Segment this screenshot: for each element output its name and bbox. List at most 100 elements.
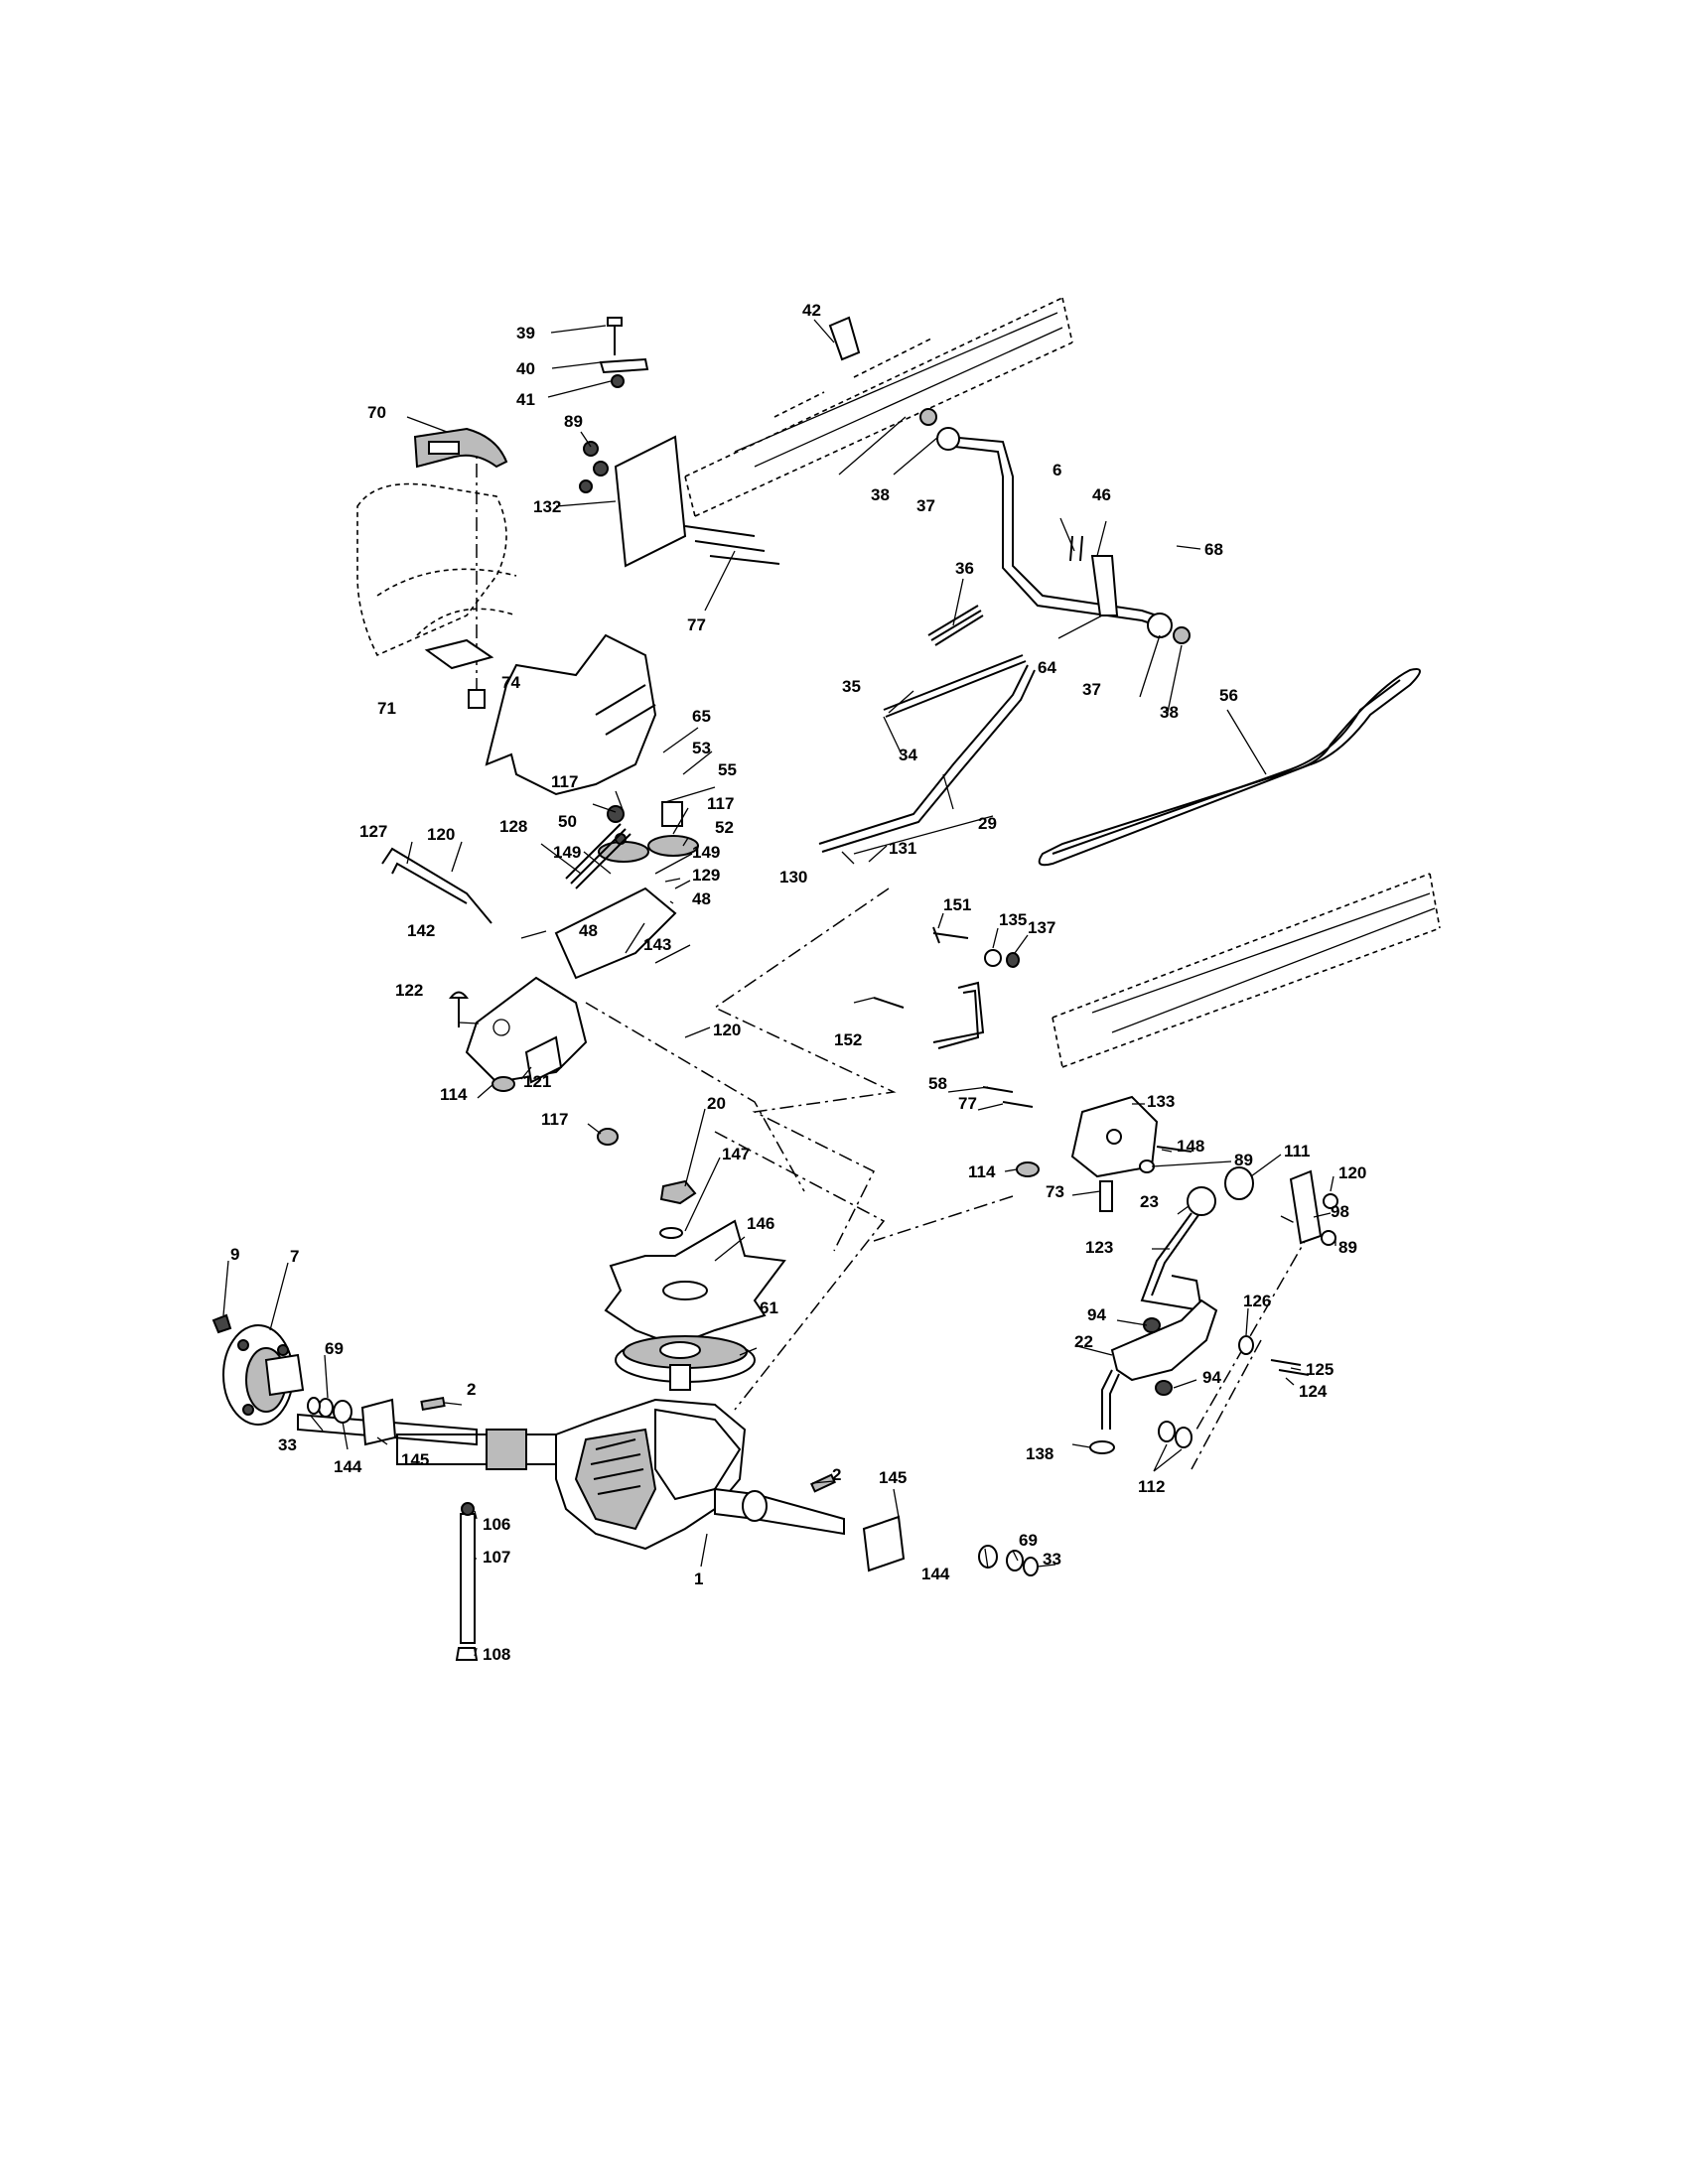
label-94-upper: 94 [1087, 1305, 1106, 1324]
rod-29 [818, 664, 1036, 853]
label-40: 40 [516, 359, 535, 378]
washers-144-69-33-left [307, 1397, 352, 1424]
label-152: 152 [834, 1030, 862, 1049]
mount-bracket-142 [485, 633, 657, 796]
label-37-top: 37 [916, 496, 935, 515]
label-126: 126 [1243, 1292, 1271, 1310]
nut-114-right [1016, 1161, 1040, 1177]
belt-56 [1038, 668, 1421, 867]
hub-7 [222, 1324, 305, 1426]
lower-frame-rail [1052, 873, 1441, 1068]
bracket-132 [579, 435, 687, 568]
label-20: 20 [707, 1094, 726, 1113]
label-1: 1 [694, 1570, 703, 1588]
bolts-58-77 [982, 1086, 1034, 1108]
bolt-74 [468, 689, 486, 709]
label-123: 123 [1085, 1238, 1113, 1257]
label-52: 52 [715, 818, 734, 837]
label-117-top-right: 117 [707, 794, 734, 813]
label-70: 70 [367, 403, 386, 422]
label-120-right: 120 [1338, 1163, 1366, 1182]
spring-36 [927, 605, 984, 646]
label-69-left: 69 [325, 1339, 344, 1358]
label-55: 55 [718, 760, 737, 779]
bolt-39-washer-40-41 [599, 317, 649, 388]
label-114-left: 114 [440, 1085, 468, 1104]
label-68: 68 [1204, 540, 1223, 559]
label-33-left: 33 [278, 1435, 297, 1454]
label-77-right: 77 [958, 1094, 977, 1113]
label-6: 6 [1052, 461, 1061, 479]
pulley-61 [615, 1335, 756, 1391]
label-125: 125 [1306, 1360, 1333, 1379]
label-148: 148 [1177, 1137, 1204, 1156]
label-142: 142 [407, 921, 435, 940]
label-36: 36 [955, 559, 974, 578]
label-117-top-left: 117 [551, 772, 578, 791]
label-77-top: 77 [687, 615, 706, 634]
bushing-111 [1224, 1166, 1254, 1200]
label-138: 138 [1026, 1444, 1053, 1463]
bracket-98 [1289, 1169, 1338, 1246]
label-132: 132 [533, 497, 561, 516]
nut-117-lower [597, 1128, 619, 1146]
label-120-mid: 120 [713, 1021, 741, 1039]
label-94-lower: 94 [1202, 1368, 1221, 1387]
label-37-mid: 37 [1082, 680, 1101, 699]
bolts-77 [684, 525, 780, 565]
label-2-left: 2 [467, 1380, 476, 1399]
cross-shaft [919, 408, 1191, 644]
idler-arm [465, 887, 677, 1084]
label-69-right: 69 [1019, 1531, 1038, 1550]
label-34: 34 [899, 746, 917, 764]
link-135 [932, 949, 1020, 1049]
label-145-left: 145 [401, 1450, 429, 1469]
bolt-148 [1156, 1146, 1193, 1153]
label-38-mid: 38 [1160, 703, 1179, 722]
washer-147 [659, 1227, 683, 1239]
label-145-right: 145 [879, 1468, 907, 1487]
label-144-left: 144 [334, 1457, 362, 1476]
label-106: 106 [483, 1515, 510, 1534]
label-149-right: 149 [692, 843, 720, 862]
label-130: 130 [779, 868, 807, 887]
label-23: 23 [1140, 1192, 1159, 1211]
label-122: 122 [395, 981, 423, 1000]
washer-138 [1089, 1440, 1115, 1454]
label-133: 133 [1147, 1092, 1175, 1111]
washer-89-right [1139, 1160, 1155, 1173]
label-120-left: 120 [427, 825, 455, 844]
label-53: 53 [692, 739, 711, 757]
label-112: 112 [1138, 1477, 1165, 1496]
washer-126 [1238, 1335, 1254, 1355]
idler-pulleys-50-52 [598, 801, 699, 863]
label-149-left: 149 [553, 843, 581, 862]
bolt-73 [1099, 1180, 1113, 1212]
label-39: 39 [516, 324, 535, 342]
label-7: 7 [290, 1247, 299, 1266]
label-64: 64 [1038, 658, 1056, 677]
bolt-9 [211, 1313, 232, 1334]
label-89-top: 89 [564, 412, 583, 431]
brackets-145 [360, 1398, 906, 1572]
label-22: 22 [1074, 1332, 1093, 1351]
label-48-left: 48 [579, 921, 598, 940]
label-29: 29 [978, 814, 997, 833]
washers-144-69-33-right [978, 1545, 1039, 1576]
label-leaders [222, 319, 1336, 1657]
label-131: 131 [889, 839, 916, 858]
label-89-mid: 89 [1234, 1151, 1253, 1169]
label-71: 71 [377, 699, 396, 718]
label-35: 35 [842, 677, 861, 696]
label-117-lower: 117 [541, 1110, 568, 1129]
label-144-right: 144 [921, 1565, 950, 1583]
label-107: 107 [483, 1548, 510, 1567]
label-124: 124 [1299, 1382, 1328, 1401]
plate-71 [424, 638, 494, 670]
label-73: 73 [1046, 1182, 1064, 1201]
label-127: 127 [359, 822, 387, 841]
label-89-lower: 89 [1338, 1238, 1357, 1257]
bushing-42 [828, 316, 861, 361]
label-114-right: 114 [968, 1162, 996, 1181]
